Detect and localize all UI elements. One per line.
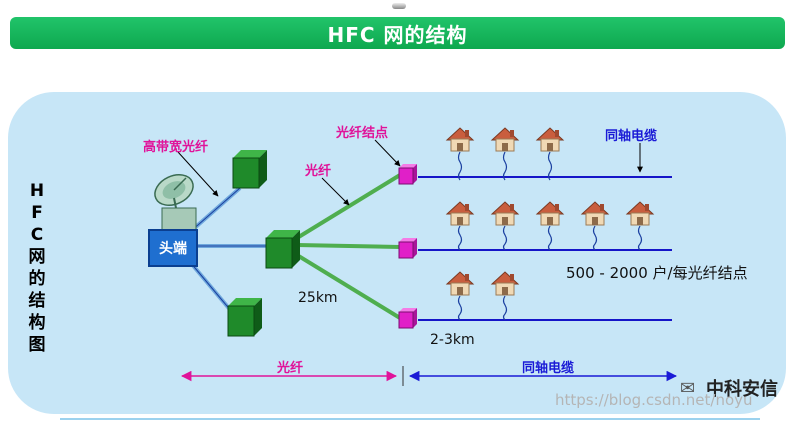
trunk-fiber-to-bottom-cube	[188, 260, 234, 314]
wechat-icon: ✉	[680, 378, 696, 399]
house-icon	[536, 127, 564, 181]
label-fiber-node: 光纤结点	[336, 126, 389, 141]
satellite-dish-icon	[154, 174, 197, 231]
house-icon	[491, 127, 519, 181]
brand-name: 中科安信	[706, 379, 778, 400]
label-distance-fiber: 25km	[298, 290, 338, 306]
pointer-arrow-fiber	[321, 177, 350, 206]
label-households-per-node: 500 - 2000 户/每光纤结点	[566, 264, 748, 282]
label-coax: 同轴电缆	[605, 129, 658, 144]
house-icon	[446, 127, 474, 181]
fiber-to-node-1	[295, 173, 402, 240]
house-icon	[626, 201, 654, 251]
trunk-fiber-to-top-cube	[188, 186, 242, 234]
fiber-node-2	[398, 237, 418, 259]
house-icon	[446, 201, 474, 251]
house-icon	[491, 201, 519, 251]
hub-cube-middle	[265, 229, 301, 269]
hub-cube-bottom	[227, 297, 263, 337]
fiber-node-3	[398, 307, 418, 329]
label-distance-coax: 2-3km	[430, 332, 475, 348]
panel-bottom-line	[60, 418, 760, 420]
label-bottom-coax: 同轴电缆	[522, 361, 575, 376]
label-high-bandwidth-fiber: 高带宽光纤	[143, 140, 209, 155]
pointer-arrow-high-bandwidth	[177, 151, 219, 197]
house-icon	[491, 271, 519, 321]
head-end: 头端	[148, 229, 198, 267]
watermark-url: https://blog.csdn.net/noyu	[555, 391, 753, 409]
pointer-arrow-fiber-node	[374, 139, 401, 167]
label-bottom-fiber: 光纤	[277, 361, 304, 376]
hub-cube-top	[232, 149, 268, 189]
house-icon	[446, 271, 474, 321]
diagram-panel	[8, 92, 786, 414]
house-icon	[536, 201, 564, 251]
side-title: HFC网的结构图	[28, 181, 46, 355]
top-decoration	[392, 3, 406, 9]
fiber-to-node-2	[296, 243, 401, 249]
house-icon	[581, 201, 609, 251]
label-fiber: 光纤	[305, 164, 332, 179]
page-title: HFC 网的结构	[10, 17, 785, 49]
fiber-node-1	[398, 163, 418, 185]
fiber-to-node-3	[295, 253, 402, 320]
